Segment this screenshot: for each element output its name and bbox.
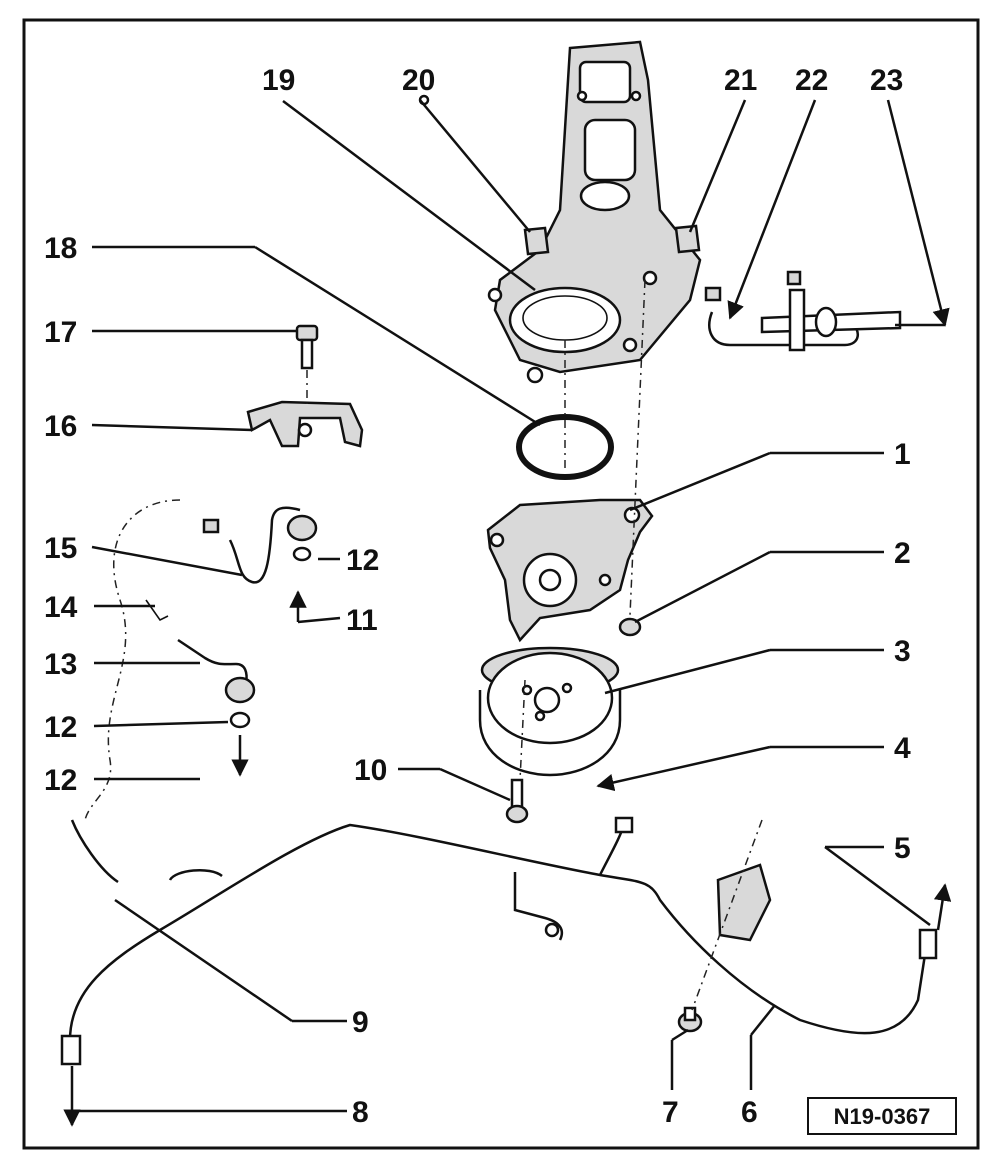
callout-21: 20 (402, 64, 435, 97)
coolant-pipe-right (704, 270, 902, 352)
callout-4: 4 (894, 732, 911, 765)
callout-8: 8 (352, 1096, 369, 1129)
callout-24: 23 (870, 64, 903, 97)
coolant-pipe-lower (60, 816, 938, 1066)
callout-1: 1 (894, 438, 911, 471)
callout-12-upper: 12 (346, 544, 379, 577)
callout-13: 12 (44, 764, 77, 797)
bolt-7 (677, 1006, 703, 1033)
bolt-10 (505, 778, 529, 824)
callout-18: 17 (44, 316, 77, 349)
callout-10: 10 (354, 754, 387, 787)
o-ring-19 (516, 414, 614, 480)
pulley-3 (478, 646, 622, 777)
axis-bolt-2 (629, 279, 646, 616)
drawing-code-box: N19-0367 (807, 1097, 957, 1135)
axis-pulley (519, 679, 526, 781)
diagram-frame (22, 18, 980, 1150)
bolt-18 (295, 324, 319, 370)
leader-lines (63, 99, 952, 1127)
bracket-17 (246, 400, 364, 448)
axis-bolt-7 (691, 819, 763, 1011)
drawing-code: N19-0367 (834, 1104, 931, 1129)
callout-5: 5 (894, 832, 911, 865)
callout-22: 21 (724, 64, 757, 97)
bolt-2 (618, 617, 642, 637)
stud-22 (674, 224, 701, 254)
coolant-pipe-16 (202, 506, 318, 584)
pump-housing-plate (487, 40, 702, 384)
callout-6: 6 (741, 1096, 758, 1129)
callout-12-lower: 12 (44, 711, 77, 744)
water-pump-1 (486, 498, 654, 643)
clip-15 (145, 599, 169, 622)
callout-11: 11 (346, 604, 378, 637)
callout-16: 15 (44, 532, 77, 565)
callout-14: 13 (44, 648, 77, 681)
callout-9: 9 (352, 1006, 369, 1039)
callout-23: 22 (795, 64, 828, 97)
callout-7: 7 (662, 1096, 679, 1129)
callout-labels: 19 20 21 22 23 18 17 16 15 14 13 12 12 1… (44, 64, 911, 1129)
hose-15-route (84, 499, 181, 821)
callout-20: 19 (262, 64, 295, 97)
callout-15: 14 (44, 591, 78, 624)
callout-3: 3 (894, 635, 911, 668)
callout-17: 16 (44, 410, 77, 443)
callout-19: 18 (44, 232, 77, 265)
coolant-pipe-14 (177, 638, 256, 729)
callout-2: 2 (894, 537, 911, 570)
